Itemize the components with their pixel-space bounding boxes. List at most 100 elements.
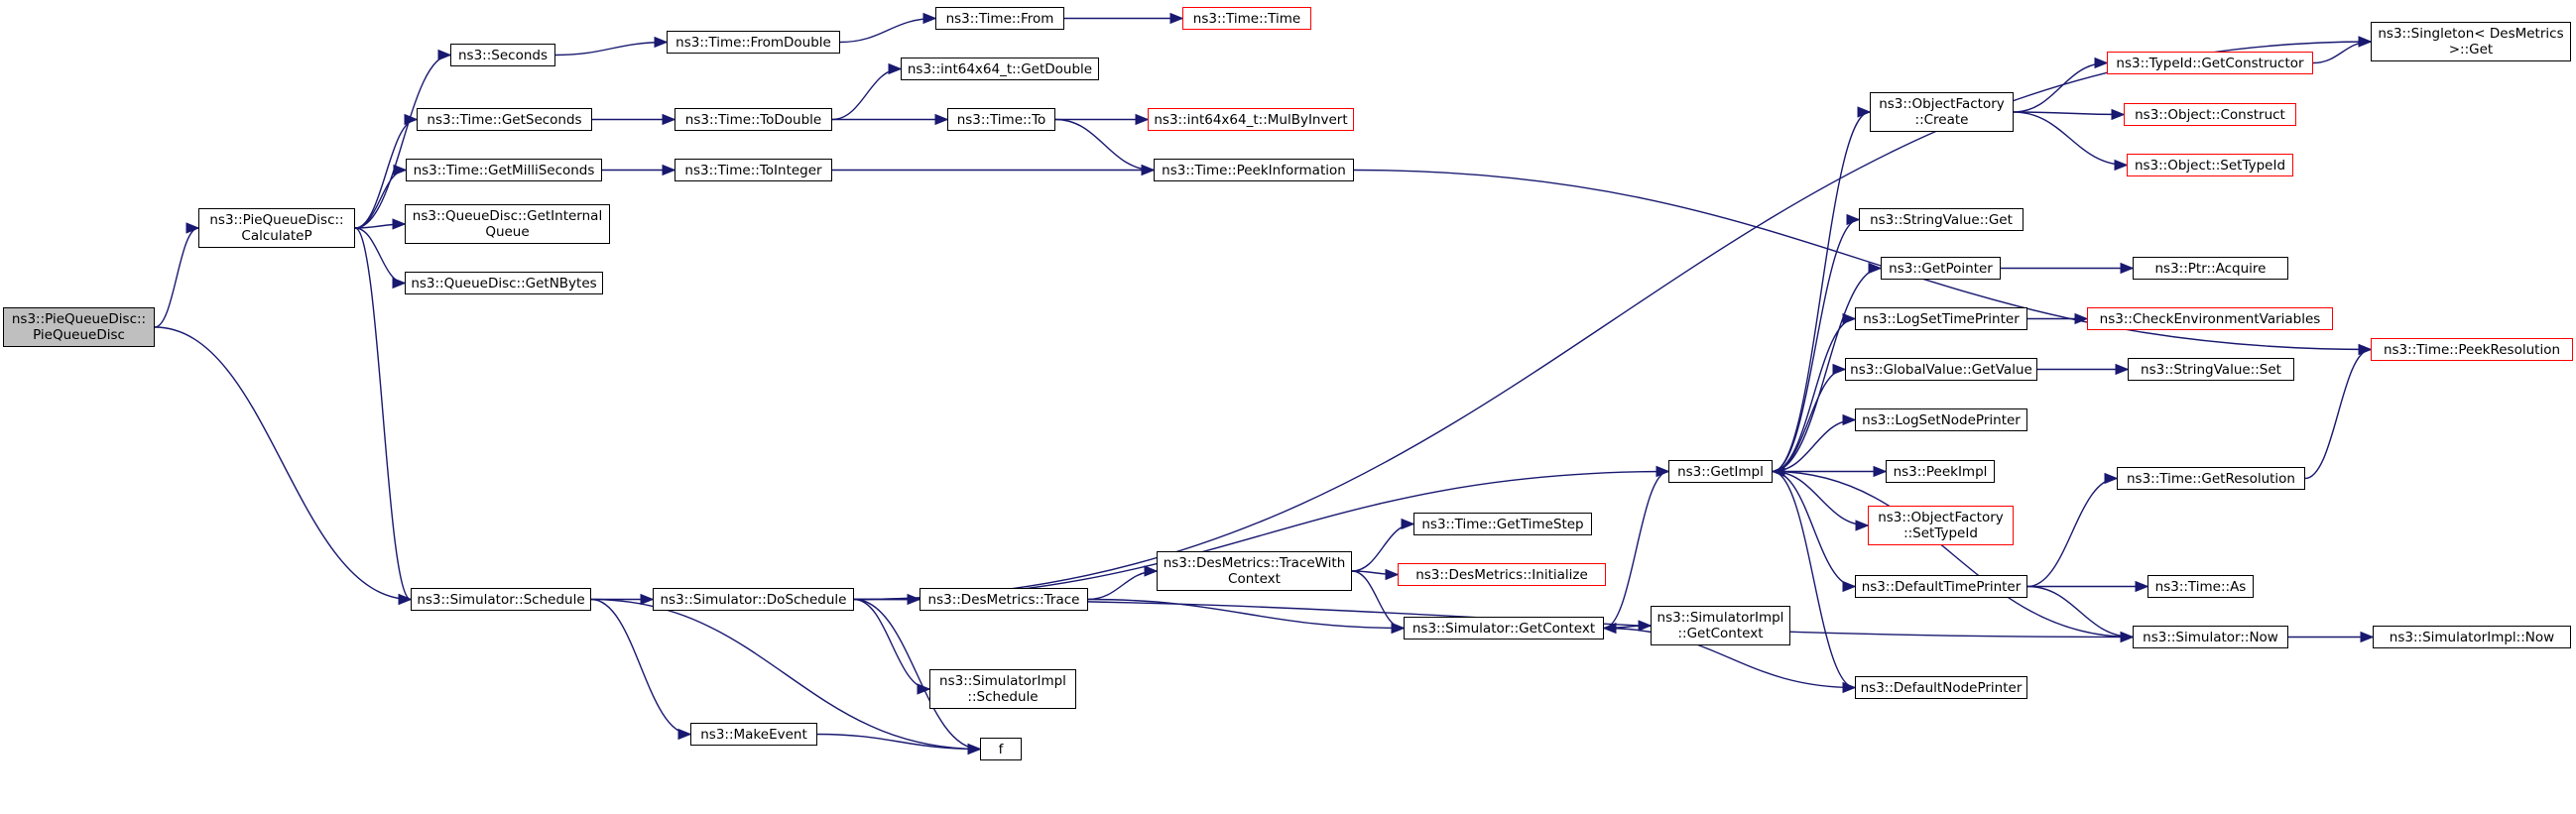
edge-doschedule-to-simimpl-schedule [853,598,930,690]
node-todouble[interactable]: ns3::Time::ToDouble [675,108,832,131]
node-object-settypeid[interactable]: ns3::Object::SetTypeId [2127,154,2293,176]
node-label: ns3::Time::GetResolution [2126,470,2295,487]
node-label: ns3::Simulator::DoSchedule [660,591,847,608]
node-makeevent[interactable]: ns3::MakeEvent [690,723,817,746]
node-getseconds[interactable]: ns3::Time::GetSeconds [417,108,592,131]
node-stringvalue-set[interactable]: ns3::StringValue::Set [2128,358,2294,381]
node-peekresolution[interactable]: ns3::Time::PeekResolution [2371,338,2573,361]
node-gv-getvalue[interactable]: ns3::GlobalValue::GetValue [1845,358,2037,381]
node-label: ns3::StringValue::Get [1870,211,2013,228]
edge-of-create-to-object-construct [2013,112,2124,115]
node-label: ns3::Seconds [458,47,548,63]
node-label: ns3::SimulatorImpl ::Schedule [939,673,1066,705]
node-sim-now[interactable]: ns3::Simulator::Now [2133,626,2288,648]
edge-todouble-to-getdouble [831,69,902,121]
node-fromdouble[interactable]: ns3::Time::FromDouble [667,31,840,54]
node-getdouble[interactable]: ns3::int64x64_t::GetDouble [901,58,1099,80]
node-time-getresolution[interactable]: ns3::Time::GetResolution [2117,467,2305,490]
edge-getimpl-to-logsetnodeprinter [1772,420,1855,473]
node-checkenv[interactable]: ns3::CheckEnvironmentVariables [2087,307,2333,330]
edge-desm-tracewith-to-gettimestep [1351,524,1414,572]
edge-defaulttimeprinter-to-sim-now [2026,585,2133,638]
node-label: ns3::StringValue::Set [2141,361,2281,378]
node-peekimpl[interactable]: ns3::PeekImpl [1886,460,1995,483]
node-label: ns3::TypeId::GetConstructor [2116,55,2304,71]
node-desm-trace[interactable]: ns3::DesMetrics::Trace [920,588,1088,611]
node-time-as[interactable]: ns3::Time::As [2147,575,2254,598]
node-label: ns3::Ptr::Acquire [2154,260,2267,277]
node-stringvalue-get[interactable]: ns3::StringValue::Get [1859,208,2024,231]
node-of-settypeid[interactable]: ns3::ObjectFactory ::SetTypeId [1868,506,2014,545]
edge-calcp-to-getinternal [354,224,405,228]
edge-of-create-to-object-settypeid [2013,111,2127,166]
node-of-create[interactable]: ns3::ObjectFactory ::Create [1870,92,2014,132]
node-label: ns3::DefaultNodePrinter [1860,679,2023,696]
node-label: ns3::int64x64_t::MulByInvert [1154,111,1348,128]
edge-calcp-to-getseconds [354,120,418,229]
node-label: ns3::Singleton< DesMetrics >::Get [2378,26,2564,58]
edge-doschedule-to-singleton-get [853,42,2371,601]
node-object-construct[interactable]: ns3::Object::Construct [2124,103,2296,126]
node-ptr-acquire[interactable]: ns3::Ptr::Acquire [2133,257,2288,280]
node-sim-schedule[interactable]: ns3::Simulator::Schedule [411,588,591,611]
edge-getimpl-to-gv-getvalue [1772,370,1846,473]
edge-defaultnodeprinter-to-sim-getcontext [1604,629,1856,689]
node-seconds[interactable]: ns3::Seconds [450,44,555,66]
node-label: ns3::PieQueueDisc:: CalculateP [209,212,344,244]
node-desm-tracewith[interactable]: ns3::DesMetrics::TraceWith Context [1157,551,1352,591]
node-defaultnodeprinter[interactable]: ns3::DefaultNodePrinter [1855,676,2027,699]
node-label: ns3::Object::SetTypeId [2134,157,2286,174]
node-doschedule[interactable]: ns3::Simulator::DoSchedule [653,588,854,611]
edge-desm-tracewith-to-sim-getcontext [1351,570,1405,629]
node-label: ns3::CheckEnvironmentVariables [2099,310,2321,327]
node-label: ns3::Time::GetMilliSeconds [413,162,595,178]
node-label: ns3::Time::Time [1192,10,1301,27]
node-simimpl-schedule[interactable]: ns3::SimulatorImpl ::Schedule [929,669,1076,709]
edge-desm-trace-to-sim-getcontext [1087,598,1404,629]
node-logsettimeprinter[interactable]: ns3::LogSetTimePrinter [1855,307,2027,330]
node-label: ns3::DefaultTimePrinter [1861,578,2022,595]
node-time-from[interactable]: ns3::Time::From [935,7,1064,30]
edge-getimpl-to-stringvalue-get [1772,220,1860,473]
edge-calcp-to-seconds [354,56,451,229]
node-tointeger[interactable]: ns3::Time::ToInteger [675,159,832,181]
node-singleton-get[interactable]: ns3::Singleton< DesMetrics >::Get [2371,22,2571,61]
node-sim-getcontext[interactable]: ns3::Simulator::GetContext [1404,617,1604,640]
edge-sim-schedule-to-makeevent [590,598,690,735]
edge-doschedule-to-f [853,598,980,750]
node-desm-init[interactable]: ns3::DesMetrics::Initialize [1398,563,1606,586]
node-gettimestep[interactable]: ns3::Time::GetTimeStep [1413,513,1592,535]
node-mulbyinvert[interactable]: ns3::int64x64_t::MulByInvert [1148,108,1354,131]
node-label: ns3::int64x64_t::GetDouble [907,60,1093,77]
node-label: ns3::DesMetrics::Initialize [1415,566,1588,583]
edge-typeid-getctor-to-singleton-get [2312,42,2371,64]
edge-defaulttimeprinter-to-time-getresolution [2026,479,2117,588]
edge-getimpl-to-defaultnodeprinter [1772,470,1856,688]
node-label: ns3::Time::GetTimeStep [1421,516,1584,532]
node-time-to[interactable]: ns3::Time::To [947,108,1055,131]
node-label: ns3::Time::ToInteger [684,162,822,178]
node-label: ns3::PeekImpl [1893,463,1988,480]
node-peekinfo[interactable]: ns3::Time::PeekInformation [1154,159,1354,181]
node-time-time[interactable]: ns3::Time::Time [1182,7,1311,30]
node-getinternal[interactable]: ns3::QueueDisc::GetInternal Queue [405,204,610,244]
node-simimpl-getcontext[interactable]: ns3::SimulatorImpl ::GetContext [1651,606,1790,645]
node-getnbytes[interactable]: ns3::QueueDisc::GetNBytes [405,272,603,294]
node-typeid-getctor[interactable]: ns3::TypeId::GetConstructor [2107,52,2313,74]
node-calcp[interactable]: ns3::PieQueueDisc:: CalculateP [198,208,355,248]
node-defaulttimeprinter[interactable]: ns3::DefaultTimePrinter [1855,575,2027,598]
node-logsetnodeprinter[interactable]: ns3::LogSetNodePrinter [1855,408,2027,431]
node-getimpl[interactable]: ns3::GetImpl [1668,460,1773,483]
edge-calcp-to-getnbytes [354,227,406,284]
node-simimpl-now[interactable]: ns3::SimulatorImpl::Now [2373,626,2571,648]
node-label: ns3::Time::From [945,10,1054,27]
node-label: ns3::LogSetNodePrinter [1862,411,2021,428]
node-getmilli[interactable]: ns3::Time::GetMilliSeconds [406,159,602,181]
node-f[interactable]: f [980,738,1022,760]
node-label: ns3::Simulator::Now [2143,629,2278,645]
node-getpointer[interactable]: ns3::GetPointer [1881,257,2001,280]
node-label: ns3::QueueDisc::GetNBytes [411,275,597,291]
node-label: ns3::SimulatorImpl ::GetContext [1656,610,1784,641]
